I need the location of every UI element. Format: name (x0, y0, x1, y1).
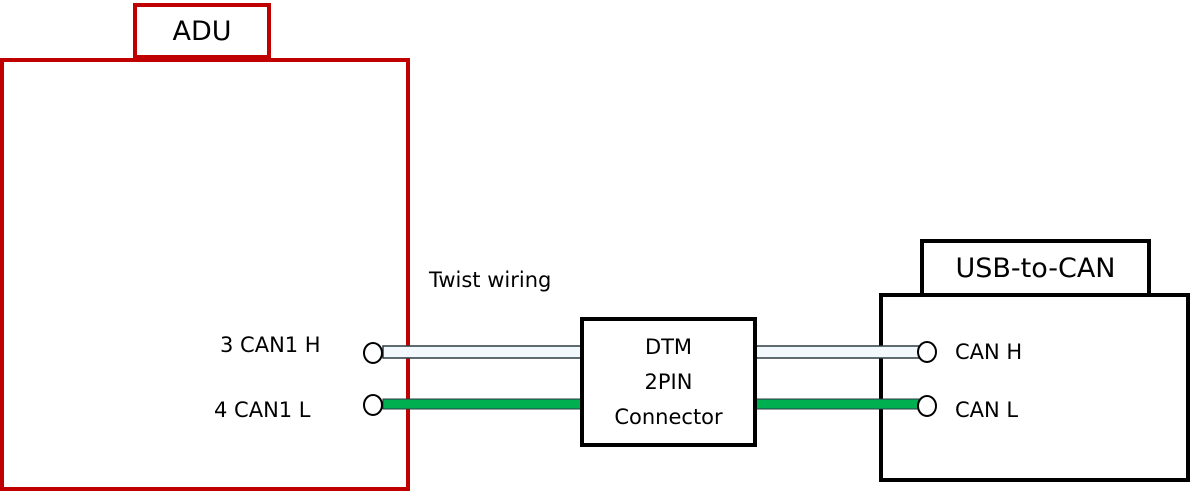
usb-to-can-title: USB-to-CAN (955, 252, 1116, 284)
usb-to-can-box (879, 293, 1190, 482)
adu-title-box: ADU (133, 3, 271, 59)
adu-box (0, 58, 410, 491)
adu-can-low-label: 4 CAN1 L (214, 398, 311, 422)
connector-line-1: DTM (644, 334, 693, 359)
usb-to-can-title-box: USB-to-CAN (920, 239, 1151, 297)
can-low-wire-right (754, 398, 921, 410)
adu-can-high-terminal (363, 342, 383, 364)
adu-can-low-terminal (363, 394, 383, 416)
can-low-wire-left (382, 398, 583, 410)
twist-wiring-label: Twist wiring (429, 268, 552, 292)
adu-can-high-label: 3 CAN1 H (220, 333, 321, 357)
adu-title: ADU (172, 15, 232, 47)
usb-can-high-terminal (917, 341, 937, 363)
can-high-wire-left (382, 345, 583, 359)
connector-line-2: 2PIN (644, 369, 693, 394)
usb-can-low-terminal (917, 395, 937, 417)
can-high-wire-right (754, 345, 921, 359)
connector-line-3: Connector (614, 404, 723, 429)
usb-can-low-label: CAN L (955, 398, 1019, 422)
usb-can-high-label: CAN H (955, 340, 1023, 364)
dtm-connector-box: DTM 2PIN Connector (580, 317, 757, 447)
